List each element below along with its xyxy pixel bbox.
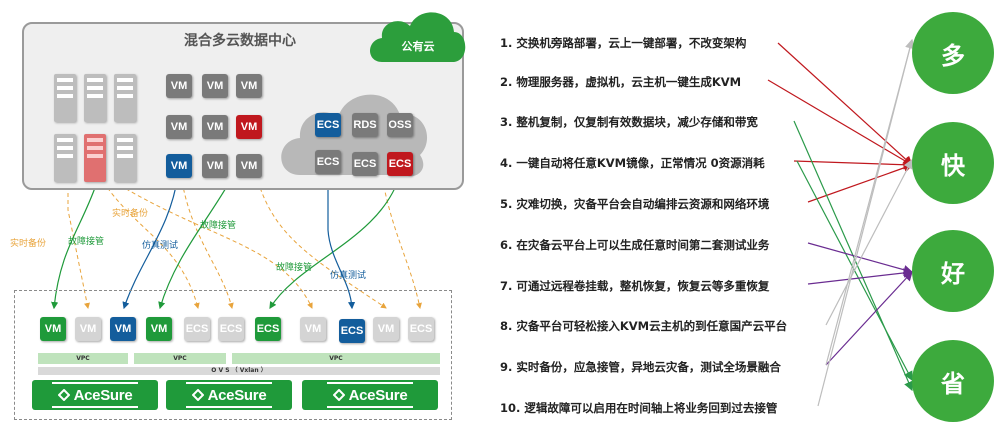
- feature-item: 10. 逻辑故障可以启用在时间轴上将业务回到过去接管: [500, 401, 778, 415]
- vpc-bar: VPC: [38, 353, 128, 364]
- feature-item: 1. 交换机旁路部署，云上一键部署，不改变架构: [500, 36, 747, 50]
- acesure-block: AceSure: [32, 380, 158, 410]
- flow-label-failover: 故障接管: [276, 263, 313, 273]
- feature-item: 6. 在灾备云平台上可以生成任意时间第二套测试业务: [500, 238, 770, 252]
- vm-chip-standby: VM: [75, 317, 101, 341]
- server-icon: [54, 74, 76, 122]
- benefit-circle-more: 多: [912, 12, 994, 94]
- vpc-bar: VPC: [232, 353, 440, 364]
- oss-chip: OSS: [387, 113, 413, 137]
- flow-label-sim-test: 仿真测试: [142, 241, 179, 251]
- vm-chip: VM: [166, 115, 192, 139]
- flow-label-sim-test: 仿真测试: [330, 271, 367, 281]
- ecs-chip-standby: ECS: [184, 317, 210, 341]
- acesure-label: AceSure: [348, 386, 408, 404]
- rds-chip: RDS: [352, 113, 378, 137]
- public-cloud-label: 公有云: [401, 40, 435, 53]
- ecs-chip-takeover: ECS: [255, 317, 281, 341]
- ecs-chip: ECS: [315, 150, 341, 174]
- server-icon: [54, 134, 76, 182]
- server-icon-failed: [84, 134, 106, 182]
- ecs-chip-test: ECS: [315, 113, 341, 137]
- vm-chip-takeover: VM: [40, 317, 66, 341]
- ecs-chip-standby: ECS: [408, 317, 434, 341]
- benefit-circle-fast: 快: [912, 122, 994, 204]
- server-icon: [114, 134, 136, 182]
- flow-label-failover: 故障接管: [68, 237, 105, 247]
- ecs-chip-test: ECS: [339, 319, 365, 343]
- vpc-bar: VPC: [134, 353, 226, 364]
- vm-chip-test: VM: [166, 154, 192, 178]
- public-cloud-icon: [370, 12, 466, 62]
- vm-chip-standby: VM: [300, 317, 326, 341]
- feature-item: 7. 可通过远程卷挂载，整机恢复，恢复云等多重恢复: [500, 279, 770, 293]
- feature-item: 3. 整机复制，仅复制有效数据块，减少存储和带宽: [500, 115, 758, 129]
- feature-item: 4. 一键自动将任意KVM镜像，正常情况 0资源消耗: [500, 156, 765, 170]
- server-icon: [114, 74, 136, 122]
- vm-chip: VM: [202, 154, 228, 178]
- vm-chip: VM: [236, 154, 262, 178]
- acesure-logo-icon: [332, 389, 345, 401]
- acesure-logo-icon: [57, 389, 70, 401]
- vm-chip-test: VM: [110, 317, 136, 341]
- ovs-bar: O V S （ Vxlan ）: [38, 367, 440, 375]
- benefit-circle-good: 好: [912, 230, 994, 312]
- feature-item: 9. 实时备份，应急接管，异地云灾备，测试全场景融合: [500, 360, 781, 374]
- vm-chip: VM: [236, 74, 262, 98]
- flow-label-failover: 故障接管: [200, 221, 237, 231]
- acesure-block: AceSure: [166, 380, 292, 410]
- feature-item: 5. 灾难切换，灾备平台会自动编排云资源和网络环境: [500, 197, 770, 211]
- vm-chip-failed: VM: [236, 115, 262, 139]
- dr-platform-box: [14, 290, 452, 420]
- vm-chip-standby: VM: [373, 317, 399, 341]
- vm-chip: VM: [166, 74, 192, 98]
- vm-chip: VM: [202, 115, 228, 139]
- datacenter-title: 混合多云数据中心: [184, 33, 296, 49]
- server-icon: [84, 74, 106, 122]
- acesure-label: AceSure: [73, 386, 133, 404]
- flow-label-backup: 实时备份: [10, 239, 47, 249]
- ecs-chip: ECS: [352, 152, 378, 176]
- acesure-logo-icon: [191, 389, 204, 401]
- acesure-block: AceSure: [302, 380, 438, 410]
- ecs-chip-standby: ECS: [218, 317, 244, 341]
- ecs-chip-failed: ECS: [387, 152, 413, 176]
- flow-label-backup: 实时备份: [112, 209, 149, 219]
- feature-item: 2. 物理服务器，虚拟机，云主机一键生成KVM: [500, 75, 742, 89]
- feature-item: 8. 灾备平台可轻松接入KVM云主机的到任意国产云平台: [500, 319, 788, 333]
- vm-chip-takeover: VM: [146, 317, 172, 341]
- acesure-label: AceSure: [207, 386, 267, 404]
- benefit-circle-save: 省: [912, 340, 994, 422]
- vm-chip: VM: [202, 74, 228, 98]
